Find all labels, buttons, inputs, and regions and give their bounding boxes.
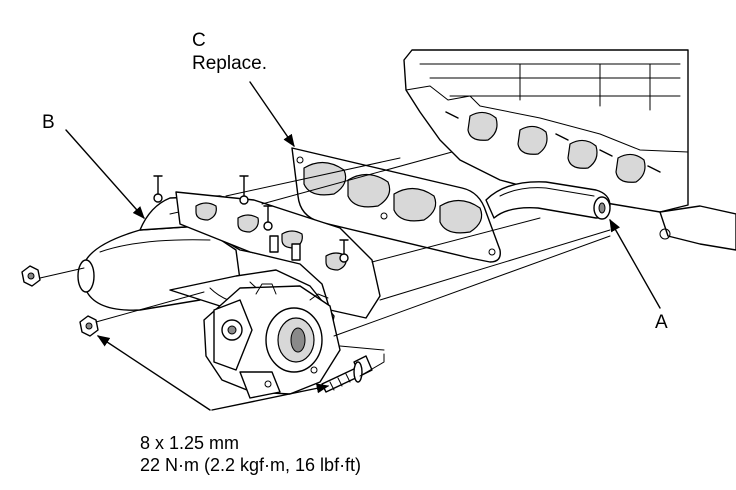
torque-arrow-bolt	[211, 383, 330, 411]
callout-arrow-b	[65, 129, 145, 219]
label-b: B	[42, 112, 55, 133]
flange-nut-icon	[79, 315, 99, 337]
torque-spec-value: 22 N·m (2.2 kgf·m, 16 lbf·ft)	[140, 455, 362, 475]
water-bypass-hose-icon	[485, 181, 611, 220]
label-c-note: Replace.	[192, 53, 267, 74]
torque-arrow-nut	[96, 335, 211, 411]
manifold-gasket-icon	[291, 147, 501, 263]
label-c: C	[192, 30, 206, 51]
callout-arrow-c	[249, 81, 295, 148]
callout-arrow-a	[609, 218, 661, 309]
torque-spec-size: 8 x 1.25 mm	[140, 433, 240, 453]
label-a: A	[655, 312, 668, 333]
alignment-lines	[39, 151, 611, 377]
cylinder-head-icon	[403, 49, 736, 251]
throttle-body-icon	[203, 283, 341, 399]
flange-nut-icon	[21, 265, 41, 287]
